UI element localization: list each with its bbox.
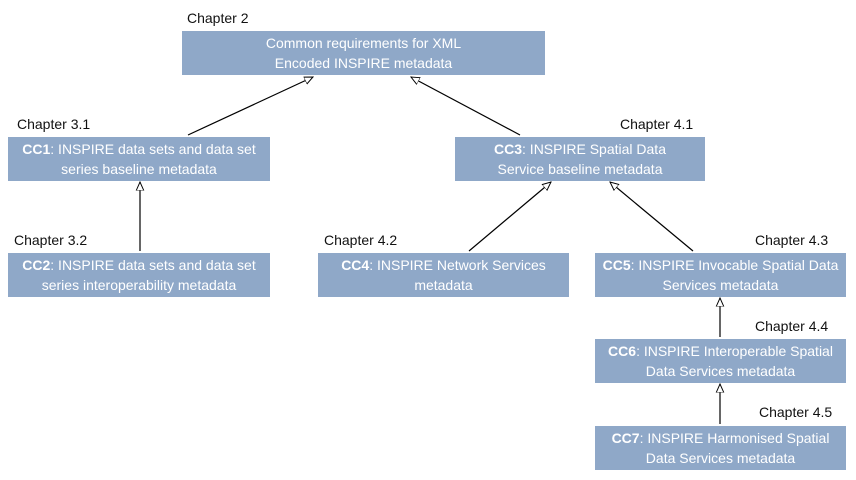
node-cc1: CC1: INSPIRE data sets and data set seri… [8, 137, 270, 181]
edge-cc3-to-root [411, 77, 521, 136]
edge-cc1-to-root [187, 76, 313, 136]
node-cc4: CC4: INSPIRE Network Services metadata [318, 253, 569, 297]
node-cc1-title: : INSPIRE data sets and data set series … [50, 141, 256, 177]
node-cc3: CC3: INSPIRE Spatial Data Service baseli… [455, 137, 705, 181]
node-cc5-title: : INSPIRE Invocable Spatial Data Service… [630, 257, 839, 293]
node-cc7-title: : INSPIRE Harmonised Spatial Data Servic… [639, 430, 830, 466]
node-cc5: CC5: INSPIRE Invocable Spatial Data Serv… [595, 253, 846, 297]
edge-cc4-to-cc3 [468, 182, 551, 252]
chapter-label-cc4: Chapter 4.2 [324, 232, 398, 248]
chapter-label-cc5: Chapter 4.3 [755, 232, 829, 248]
chapter-label-cc3: Chapter 4.1 [620, 116, 694, 132]
node-cc2-code: CC2 [22, 257, 51, 273]
node-cc4-title: : INSPIRE Network Services metadata [369, 257, 546, 293]
node-cc3-code: CC3 [494, 141, 523, 157]
node-cc7-code: CC7 [611, 430, 640, 446]
edge-cc5-to-cc3 [610, 182, 694, 252]
chapter-label-cc7: Chapter 4.5 [759, 404, 833, 420]
node-root-title: Common requirements for XML Encoded INSP… [265, 35, 462, 71]
node-cc6-code: CC6 [608, 343, 637, 359]
node-cc4-code: CC4 [341, 257, 370, 273]
node-cc1-code: CC1 [22, 141, 51, 157]
node-cc6-title: : INSPIRE Interoperable Spatial Data Ser… [636, 343, 833, 379]
chapter-label-cc1: Chapter 3.1 [17, 116, 91, 132]
node-cc6: CC6: INSPIRE Interoperable Spatial Data … [595, 339, 846, 383]
node-cc2-title: : INSPIRE data sets and data set series … [41, 257, 256, 293]
chapter-label-cc2: Chapter 3.2 [14, 232, 88, 248]
chapter-label-root: Chapter 2 [187, 10, 249, 26]
node-root: Common requirements for XML Encoded INSP… [182, 31, 545, 75]
node-cc5-code: CC5 [602, 257, 631, 273]
node-cc2: CC2: INSPIRE data sets and data set seri… [8, 253, 270, 297]
node-cc3-title: : INSPIRE Spatial Data Service baseline … [497, 141, 666, 177]
chapter-label-cc6: Chapter 4.4 [755, 318, 829, 334]
node-cc7: CC7: INSPIRE Harmonised Spatial Data Ser… [595, 426, 846, 470]
